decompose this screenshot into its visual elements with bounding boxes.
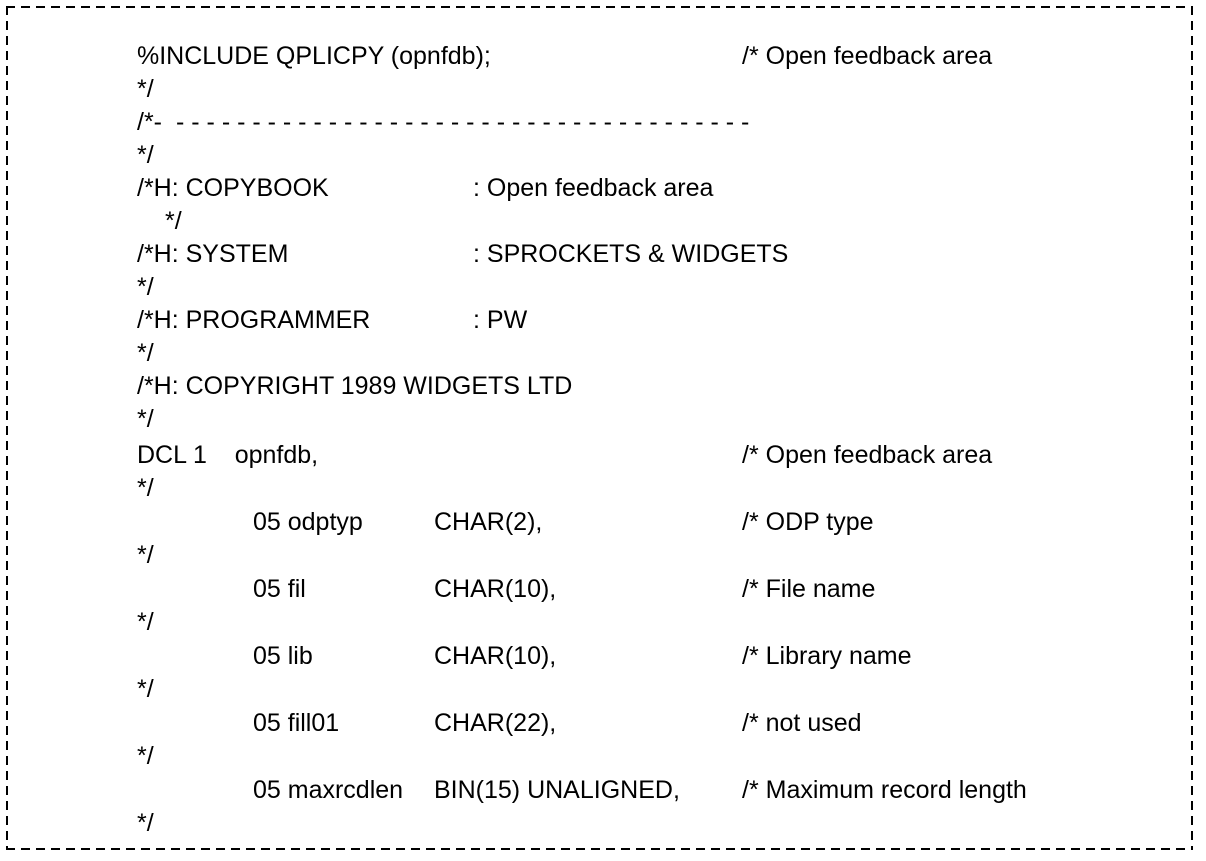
code-line: */ <box>0 539 1206 572</box>
code-comment-text: /* ODP type <box>742 508 874 536</box>
code-text: */ <box>137 273 154 301</box>
code-type-text: CHAR(10), <box>434 642 557 670</box>
code-text: */ <box>137 474 154 502</box>
code-text: */ <box>137 339 154 367</box>
code-line: */ <box>0 337 1206 370</box>
code-line: %INCLUDE QPLICPY (opnfdb); /* Open feedba… <box>0 40 1206 73</box>
code-line: 05 lib CHAR(10), /* Library name <box>0 640 1206 673</box>
code-text: DCL 1 opnfdb, <box>137 441 319 469</box>
code-text: %INCLUDE QPLICPY (opnfdb); <box>137 42 491 70</box>
code-line: */ <box>0 807 1206 840</box>
code-text: /*H: COPYRIGHT 1989 WIDGETS LTD <box>137 372 573 400</box>
code-text: /*H: COPYBOOK <box>137 174 329 202</box>
code-comment-text: /* Maximum record length <box>742 776 1027 804</box>
code-comment-text: : SPROCKETS & WIDGETS <box>473 240 789 268</box>
code-line: */ <box>0 205 1206 238</box>
code-line: */ <box>0 673 1206 706</box>
comment-rule-dashes: - - - - - - - - - - - - - - - - - - - - … <box>176 108 750 136</box>
code-comment-text: : Open feedback area <box>473 174 714 202</box>
code-line: /*H: COPYRIGHT 1989 WIDGETS LTD <box>0 370 1206 403</box>
code-type-text: CHAR(22), <box>434 709 557 737</box>
code-text: */ <box>137 742 154 770</box>
code-line: */ <box>0 73 1206 106</box>
code-text: /*H: SYSTEM <box>137 240 289 268</box>
code-line: /*- - - - - - - - - - - - - - - - - - - -… <box>0 106 1206 139</box>
code-text: /*- <box>137 108 162 136</box>
code-line: 05 maxrcdlen BIN(15) UNALIGNED, /* Maximum… <box>0 774 1206 807</box>
code-text: */ <box>137 405 154 433</box>
code-text: 05 maxrcdlen <box>253 776 404 804</box>
code-text: 05 fill01 <box>253 709 340 737</box>
code-comment-text: /* Open feedback area <box>742 42 993 70</box>
code-line: /*H: SYSTEM : SPROCKETS & WIDGETS <box>0 238 1206 271</box>
code-type-text: CHAR(10), <box>434 575 557 603</box>
code-text: */ <box>137 809 154 837</box>
code-type-text: CHAR(2), <box>434 508 543 536</box>
code-text: */ <box>137 675 154 703</box>
code-line: 05 fil CHAR(10), /* File name <box>0 573 1206 606</box>
code-text: */ <box>137 541 154 569</box>
code-line: */ <box>0 606 1206 639</box>
code-text: 05 odptyp <box>253 508 363 536</box>
code-line: */ <box>0 740 1206 773</box>
code-line: /*H: COPYBOOK : Open feedback area <box>0 172 1206 205</box>
code-text: 05 lib <box>253 642 313 670</box>
code-line: 05 fill01 CHAR(22), /* not used <box>0 707 1206 740</box>
code-text: */ <box>137 141 154 169</box>
code-comment-text: /* File name <box>742 575 876 603</box>
code-comment-text: /* Open feedback area <box>742 441 993 469</box>
code-line: */ <box>0 271 1206 304</box>
code-line: */ <box>0 139 1206 172</box>
code-line: 05 odptyp CHAR(2), /* ODP type <box>0 506 1206 539</box>
code-type-text: BIN(15) UNALIGNED, <box>434 776 680 804</box>
code-text: 05 fil <box>253 575 306 603</box>
code-line: /*H: PROGRAMMER : PW <box>0 304 1206 337</box>
code-line: */ <box>0 472 1206 505</box>
code-comment-text: /* not used <box>742 709 862 737</box>
code-text: */ <box>137 75 154 103</box>
code-text: */ <box>137 608 154 636</box>
code-line: DCL 1 opnfdb, /* Open feedback area <box>0 439 1206 472</box>
code-text: /*H: PROGRAMMER <box>137 306 371 334</box>
code-comment-text: /* Library name <box>742 642 912 670</box>
code-comment-text: : PW <box>473 306 528 334</box>
code-text: */ <box>165 207 182 235</box>
code-line: */ <box>0 403 1206 436</box>
